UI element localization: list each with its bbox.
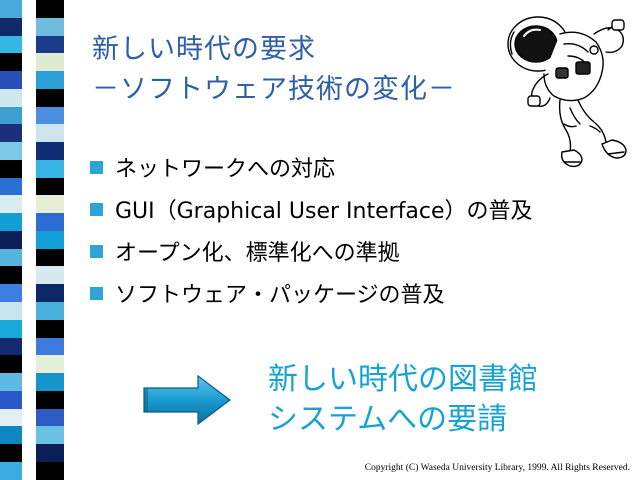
band-block (0, 319, 22, 338)
bullet-list: ネットワークへの対応 GUI（Graphical User Interface）… (86, 146, 606, 314)
slide-title: 新しい時代の要求 (92, 34, 316, 65)
band-block (36, 35, 64, 54)
bullet-item: GUI（Graphical User Interface）の普及 (86, 188, 606, 230)
band-block (0, 17, 22, 36)
band-block (0, 106, 22, 125)
band-block (36, 124, 64, 143)
decorative-color-band (0, 0, 64, 480)
bullet-text: ネットワークへの対応 (115, 157, 336, 182)
band-block (36, 106, 64, 125)
right-arrow-icon (143, 374, 231, 426)
band-block (36, 284, 64, 303)
band-block (36, 426, 64, 445)
band-block (36, 390, 64, 409)
band-block (36, 17, 64, 36)
band-block (0, 0, 22, 18)
band-block (0, 142, 22, 160)
bullet-text: ソフトウェア・パッケージの普及 (115, 283, 445, 308)
astronaut-icon (507, 16, 627, 168)
band-block (36, 337, 64, 356)
band-block (0, 35, 22, 54)
band-block (36, 355, 64, 374)
band-block (0, 461, 22, 480)
band-block (0, 284, 22, 303)
bullet-item: ネットワークへの対応 (86, 146, 606, 188)
square-bullet-icon (90, 160, 103, 174)
band-block (0, 337, 22, 356)
band-column-right (36, 0, 64, 480)
band-block (36, 319, 64, 338)
square-bullet-icon (90, 244, 103, 258)
result-line-2: システムへの要請 (268, 402, 508, 437)
result-line-1: 新しい時代の図書館 (268, 362, 538, 397)
band-block (0, 373, 22, 391)
bullet-item: オープン化、標準化への準拠 (86, 230, 606, 272)
band-block (0, 266, 22, 285)
band-block (36, 0, 64, 18)
band-block (36, 444, 64, 462)
band-block (0, 177, 22, 196)
band-block (0, 426, 22, 445)
band-block (0, 159, 22, 178)
band-block (36, 88, 64, 107)
band-block (0, 88, 22, 107)
band-block (36, 461, 64, 480)
band-block (0, 355, 22, 374)
band-block (0, 230, 22, 249)
band-block (36, 195, 64, 214)
bullet-text: オープン化、標準化への準拠 (115, 241, 400, 266)
band-block (36, 177, 64, 196)
band-block (36, 408, 64, 427)
band-block (36, 213, 64, 231)
copyright-notice: Copyright (C) Waseda University Library,… (364, 463, 630, 473)
band-block (0, 390, 22, 409)
band-column-left (0, 0, 22, 480)
band-block (0, 444, 22, 462)
band-block (0, 302, 22, 320)
slide-subtitle: －ソフトウェア技術の変化－ (92, 74, 456, 105)
band-block (36, 266, 64, 285)
band-block (0, 248, 22, 267)
band-block (0, 408, 22, 427)
result-text: 新しい時代の図書館 システムへの要請 (268, 360, 538, 440)
square-bullet-icon (90, 286, 103, 300)
band-block (0, 124, 22, 143)
band-block (0, 213, 22, 231)
band-block (36, 302, 64, 320)
band-block (0, 53, 22, 72)
band-block (36, 142, 64, 160)
square-bullet-icon (90, 202, 103, 216)
band-block (0, 71, 22, 89)
band-block (36, 230, 64, 249)
bullet-text: GUI（Graphical User Interface）の普及 (115, 199, 533, 224)
band-block (36, 53, 64, 72)
band-block (0, 195, 22, 214)
band-block (36, 248, 64, 267)
band-block (36, 71, 64, 89)
band-block (36, 159, 64, 178)
band-block (36, 373, 64, 391)
bullet-item: ソフトウェア・パッケージの普及 (86, 272, 606, 314)
